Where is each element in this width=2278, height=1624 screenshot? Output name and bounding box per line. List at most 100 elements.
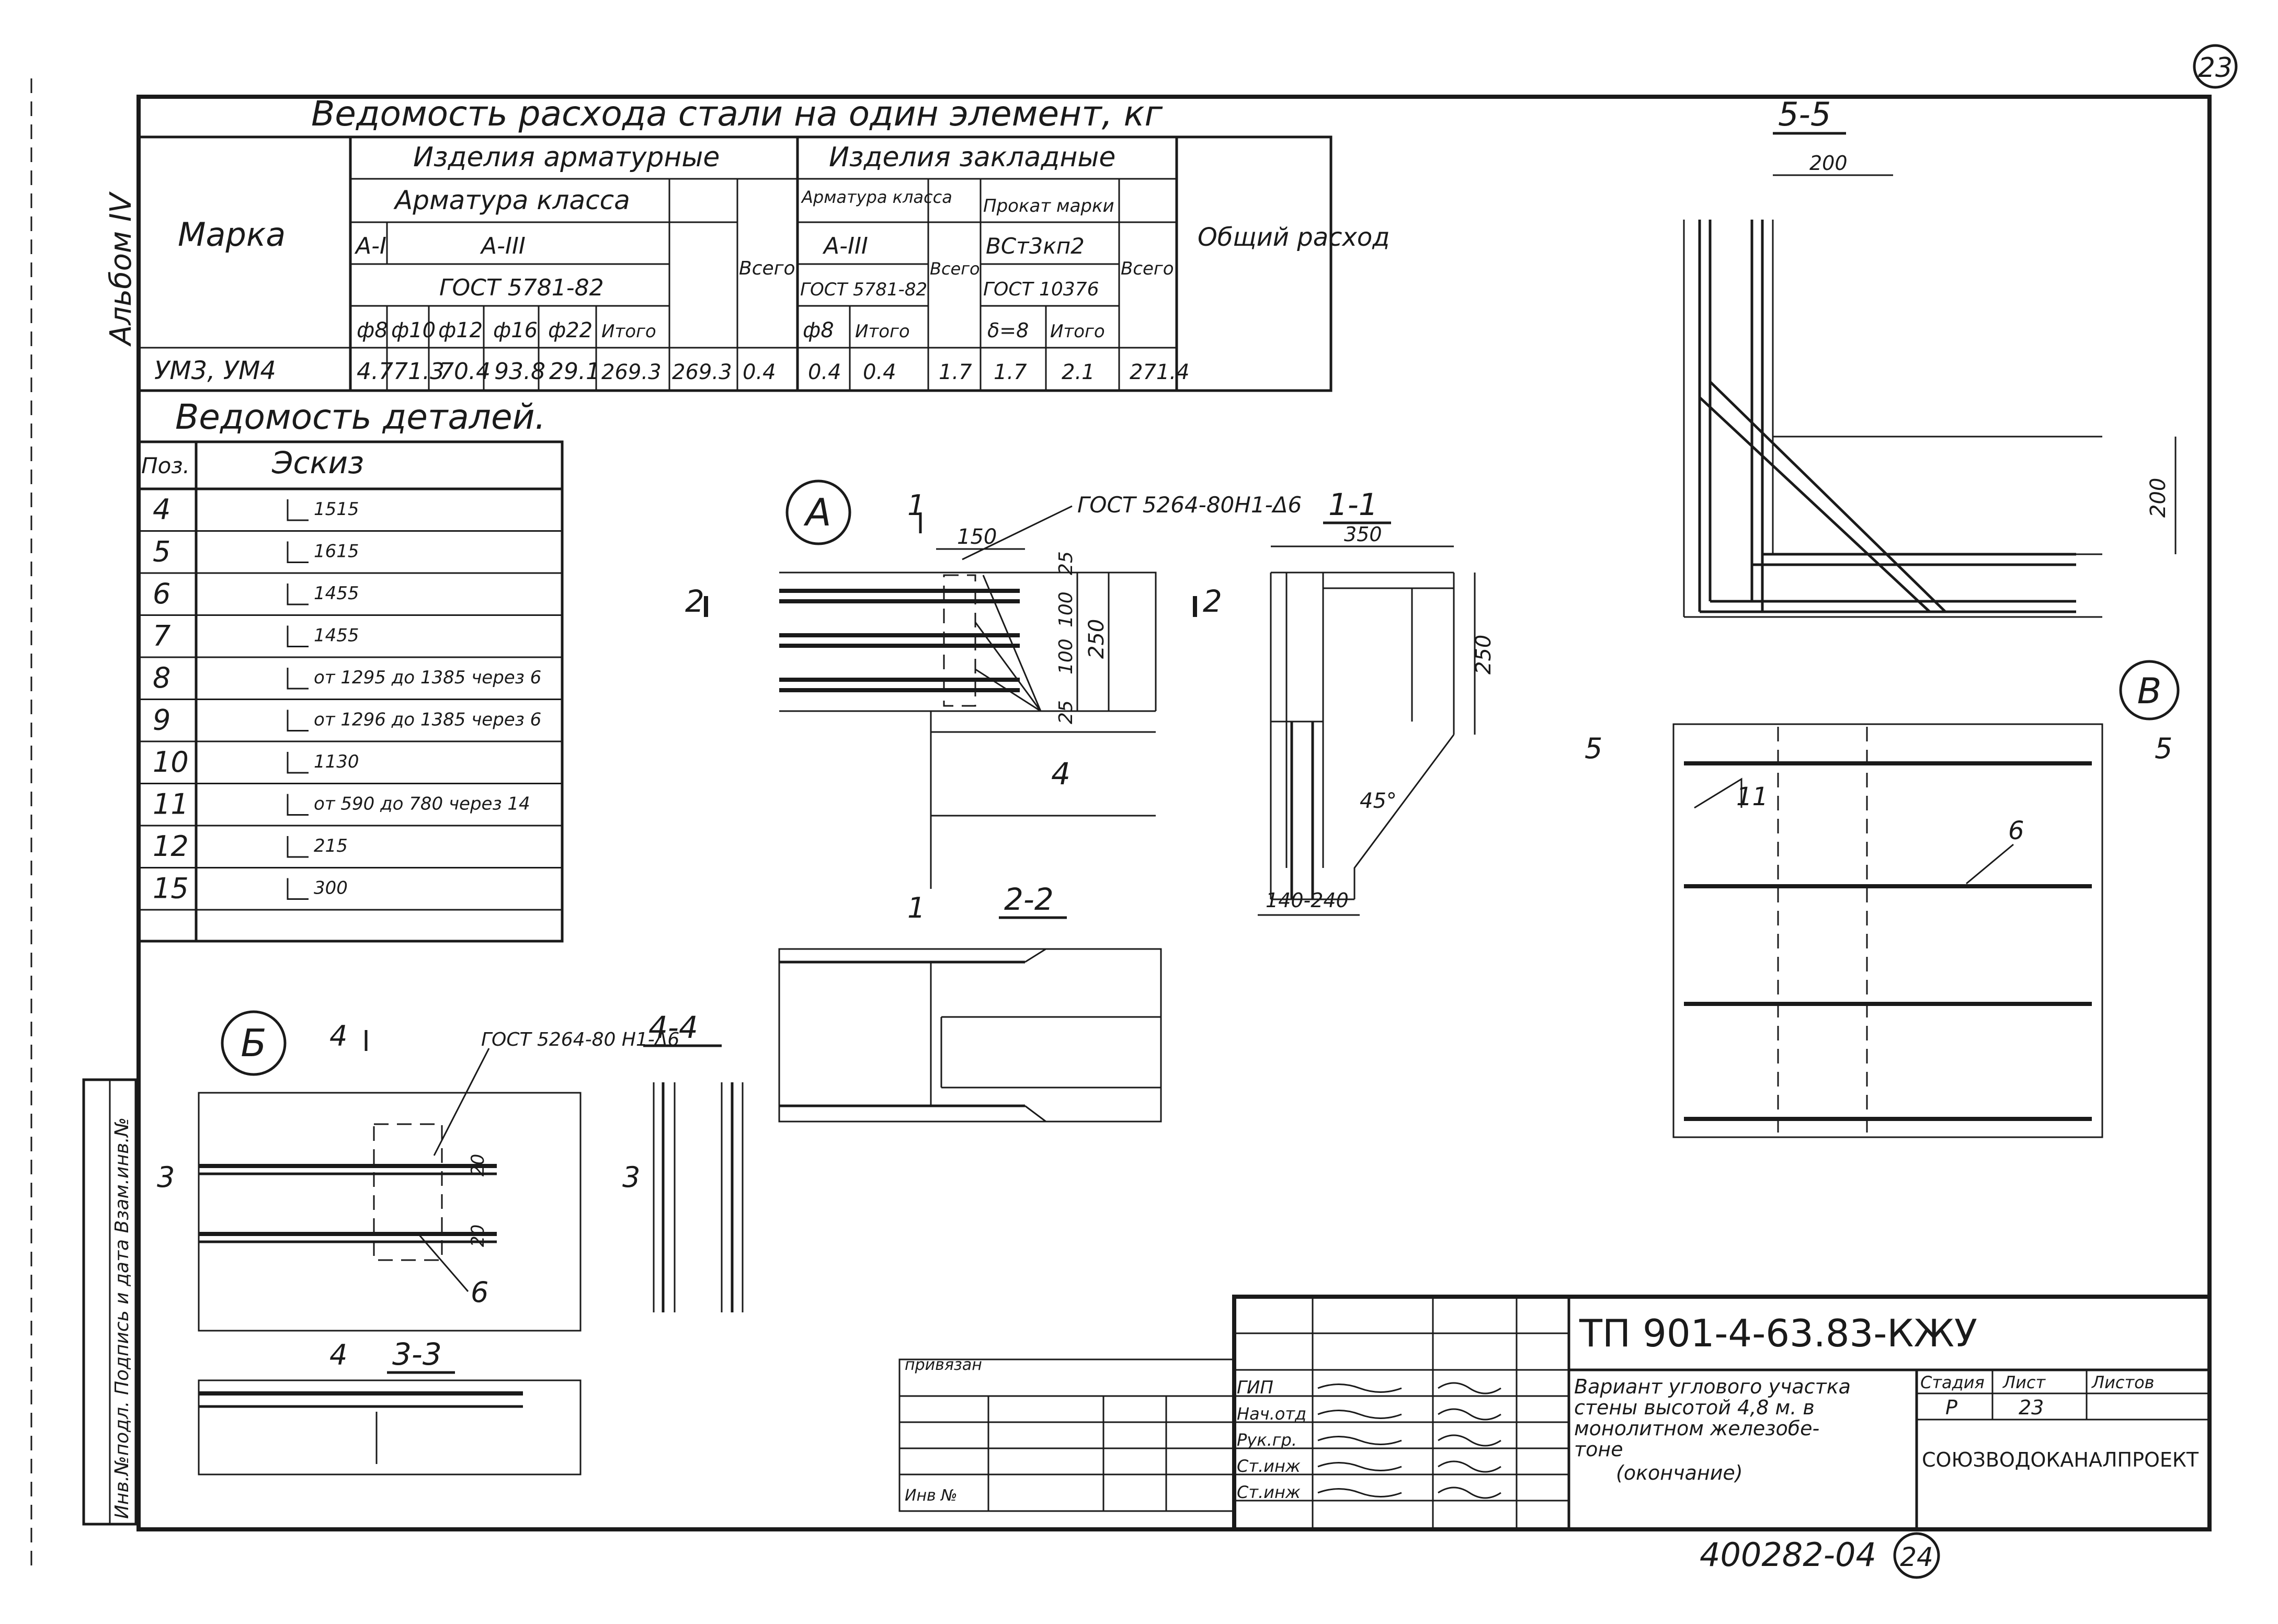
view-b-label: Б <box>241 1021 266 1065</box>
steel-table-title: Ведомость расхода стали на один элемент,… <box>311 94 1163 134</box>
detail-pos: 10 <box>153 746 189 779</box>
detail-pos: 12 <box>153 830 189 863</box>
col-phi12: ф12 <box>438 318 483 342</box>
stamp-organization: СОЮЗВОДОКАНАЛПРОЕКТ <box>1922 1448 2199 1471</box>
col-phi10: ф10 <box>391 318 436 342</box>
section-5-5: 5-5 200 200 <box>1683 95 2177 618</box>
detail-note: 1615 <box>314 541 359 562</box>
cell: 1.7 <box>994 360 1027 384</box>
rebar-class-header: Арматура класса <box>393 185 630 215</box>
mark-header: Марка <box>178 215 286 254</box>
view-a-leader-4: 4 <box>1051 756 1070 792</box>
stamp-role: Рук.гр. <box>1237 1430 1297 1450</box>
col-pos: Поз. <box>141 453 190 478</box>
emb-gost: ГОСТ 5781-82 <box>800 279 927 300</box>
cut-3-left: 3 <box>157 1161 175 1194</box>
album-label: Альбом IV <box>104 191 138 347</box>
side-strip: Инв.№подл. Подпись и дата Взам.инв.№ <box>82 1078 138 1526</box>
emb-class: А-III <box>822 233 868 259</box>
rolled-vsego: Всего <box>1121 258 1174 279</box>
sheet-number-circle <box>2193 44 2238 89</box>
dim-250-11: 250 <box>1472 635 1496 674</box>
detail-pos: 4 <box>153 493 170 526</box>
cell: 29.1 <box>549 358 600 385</box>
class-ai: А-I <box>354 233 386 259</box>
emb-itogo: Итого <box>855 321 910 342</box>
cell: 269.3 <box>672 360 732 384</box>
cell: 4.7 <box>357 358 393 385</box>
cell: 269.3 <box>601 360 662 384</box>
cell-total: 271.4 <box>1130 360 1190 384</box>
stamp-desc: тоне <box>1574 1438 1623 1461</box>
cut-5-right: 5 <box>2155 732 2172 765</box>
detail-note: 300 <box>314 878 348 899</box>
angle-45: 45° <box>1360 789 1397 813</box>
dim-150: 150 <box>957 525 997 549</box>
view-a-label: А <box>803 490 831 534</box>
section-5-5-title: 5-5 <box>1778 95 1831 133</box>
stamp-role: Ст.инж <box>1237 1456 1301 1476</box>
detail-sketch <box>287 541 309 563</box>
detail-sketch <box>287 794 309 816</box>
details-title: Ведомость деталей. <box>175 397 545 437</box>
section-1-1: 1-1 350 250 45° 140-240 <box>1258 487 1496 916</box>
title-block: привязан Инв № ГИП Нач.отд Рук.гр. Ст.ин… <box>898 1295 2212 1531</box>
rolled-gost: ГОСТ 10376 <box>983 279 1099 300</box>
dim-25-top: 25 <box>1055 551 1077 575</box>
detail-sketch <box>287 878 309 900</box>
view-v-leader-6: 6 <box>2008 816 2024 845</box>
section-2-2 <box>778 948 1162 1123</box>
view-b-leader-6: 6 <box>471 1276 488 1309</box>
bottom-circle-number: 24 <box>1900 1542 1933 1572</box>
rolled-itogo: Итого <box>1050 321 1105 342</box>
detail-note: от 1296 до 1385 через 6 <box>314 710 541 730</box>
col-sketch: Эскиз <box>271 445 364 481</box>
bottom-circle <box>1893 1532 1940 1579</box>
view-a: А ГОСТ 5264-80Н1-Δ6 1 1 2 2 4 150 25 100… <box>685 479 1302 924</box>
class-aiii: А-III <box>480 233 526 259</box>
dim-140-240: 140-240 <box>1266 889 1349 912</box>
stamp-desc: монолитном железобе- <box>1574 1417 1819 1440</box>
cell: 2.1 <box>1062 360 1095 384</box>
cut-1-bottom: 1 <box>907 891 925 924</box>
dim-25-bottom: 25 <box>1055 700 1077 724</box>
cell-mark: УМ3, УМ4 <box>154 356 276 385</box>
stamp-role: Ст.инж <box>1237 1482 1301 1502</box>
cut-5-left: 5 <box>1585 732 1602 765</box>
detail-note: 1455 <box>314 583 359 604</box>
dim-100-b: 100 <box>1055 638 1077 674</box>
cell: 70.4 <box>439 358 491 385</box>
view-b: Б 4 4 ГОСТ 5264-80 Н1-Δ6 20 20 3 3 6 3-3 <box>157 1010 679 1476</box>
dim-200-side: 200 <box>2146 478 2170 518</box>
stamp-stage: Р <box>1945 1396 1957 1419</box>
rolled-grade: ВСт3кп2 <box>986 233 1085 259</box>
cut-2-left: 2 <box>685 584 704 619</box>
detail-sketch <box>287 752 309 774</box>
stamp-sheet: 23 <box>2019 1396 2044 1419</box>
bottom-code: 400282-04 <box>1700 1536 1876 1574</box>
detail-note: 1455 <box>314 625 359 646</box>
col-itogo: Итого <box>601 321 656 342</box>
detail-sketch <box>287 584 309 605</box>
detail-pos: 9 <box>153 704 170 737</box>
cut-4-top: 4 <box>329 1020 347 1053</box>
dim-20-b: 20 <box>468 1225 488 1247</box>
stamp-role: ГИП <box>1237 1377 1273 1398</box>
detail-note: от 1295 до 1385 через 6 <box>314 667 541 688</box>
stamp-role: Нач.отд <box>1237 1404 1306 1424</box>
cell: 0.4 <box>808 360 841 384</box>
cell: 1.7 <box>939 360 972 384</box>
stamp-sheet-header: Лист <box>2002 1373 2046 1392</box>
cut-2-right: 2 <box>1203 584 1222 619</box>
stamp-inv: Инв № <box>905 1486 957 1505</box>
section-2-2-title: 2-2 <box>1004 882 1054 917</box>
dim-100-a: 100 <box>1055 591 1077 627</box>
detail-note: от 590 до 780 через 14 <box>314 794 530 815</box>
detail-pos: 15 <box>153 872 189 905</box>
detail-pos: 5 <box>153 535 170 568</box>
signatures <box>1317 1382 1501 1499</box>
detail-sketch <box>287 625 309 647</box>
detail-sketch <box>287 668 309 690</box>
stamp-sheets-header: Листов <box>2091 1373 2155 1392</box>
